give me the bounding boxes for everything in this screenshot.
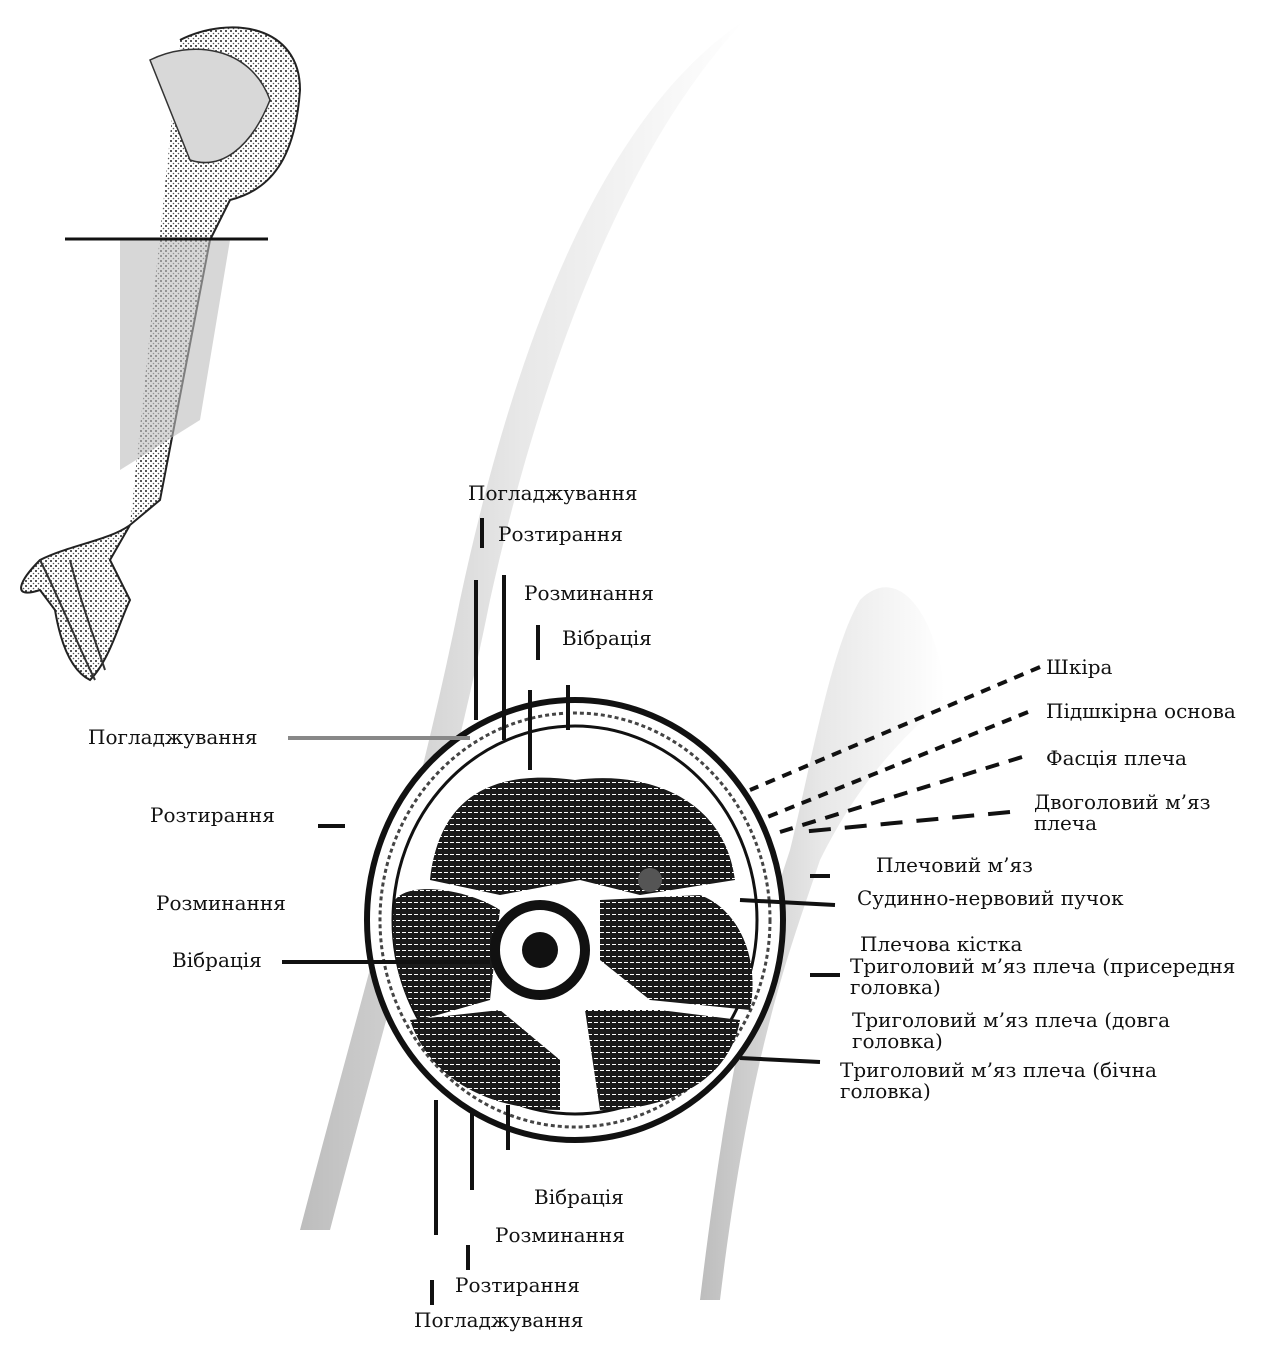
arm-illustration (21, 27, 300, 680)
label-triceps-medial: Триголовий м’яз плеча (присередня головк… (850, 956, 1280, 998)
label-top-stroking: Погладжування (468, 482, 638, 504)
cross-section (367, 700, 783, 1140)
label-top-vibration: Вібрація (562, 627, 652, 649)
label-humerus: Плечова кістка (860, 933, 1022, 955)
label-brachialis: Плечовий м’яз (876, 854, 1033, 876)
label-top-kneading: Розминання (524, 582, 654, 604)
label-neurovascular: Судинно-нервовий пучок (857, 887, 1124, 909)
triceps-lateral-muscle (585, 1010, 740, 1110)
label-biceps: Двоголовий м’яз плеча (1034, 792, 1254, 834)
label-bottom-stroking: Погладжування (414, 1309, 584, 1331)
label-triceps-long: Триголовий м’яз плеча (довга головка) (852, 1010, 1232, 1052)
label-bottom-rubbing: Розтирання (455, 1274, 580, 1296)
label-fascia: Фасція плеча (1046, 747, 1187, 769)
label-bottom-kneading: Розминання (495, 1224, 625, 1246)
bone-marrow (522, 932, 558, 968)
label-left-kneading: Розминання (156, 892, 286, 914)
label-bottom-vibration: Вібрація (534, 1186, 624, 1208)
label-skin: Шкіра (1046, 656, 1112, 678)
neurovascular-bundle (638, 868, 662, 892)
label-triceps-lateral: Триголовий м’яз плеча (бічна головка) (840, 1060, 1220, 1102)
label-subcutaneous: Підшкірна основа (1046, 700, 1236, 722)
label-left-vibration: Вібрація (172, 949, 262, 971)
label-top-rubbing: Розтирання (498, 523, 623, 545)
label-left-stroking: Погладжування (88, 726, 258, 748)
label-left-rubbing: Розтирання (150, 804, 275, 826)
